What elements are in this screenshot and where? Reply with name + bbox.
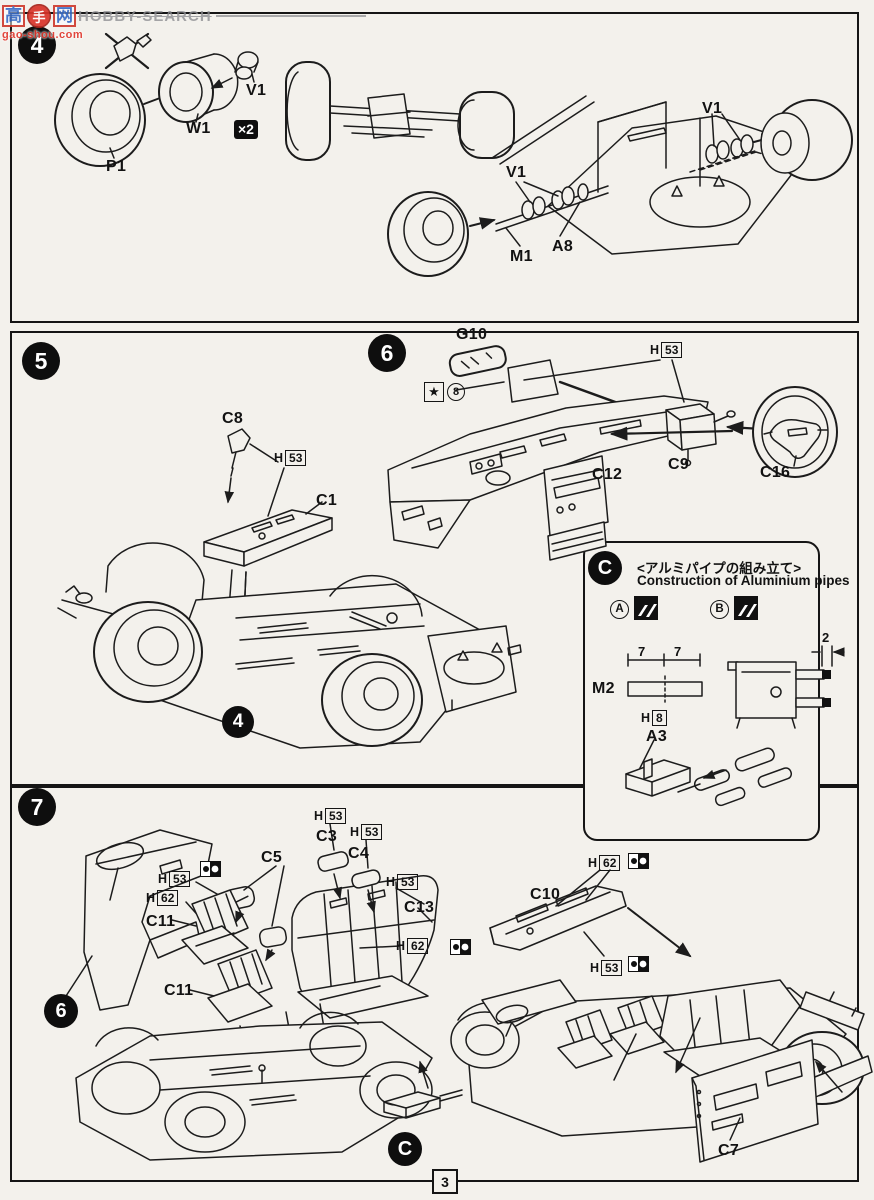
panel-step7 xyxy=(10,786,859,1182)
watermark-brand: HOBBY-SEARCH xyxy=(78,7,212,25)
star-8-note: ★ 8 xyxy=(424,382,465,402)
watermark-line xyxy=(215,14,366,18)
star-icon: ★ xyxy=(424,382,444,402)
c-section-title-jp: <アルミパイプの組み立て> xyxy=(637,561,802,576)
watermark-cn-left: 高 xyxy=(2,5,25,27)
c-section-box: <アルミパイプの組み立て> Construction of Aluminium … xyxy=(583,541,850,841)
panel-step5-6 xyxy=(10,331,859,786)
watermark-seal-icon: 手 xyxy=(27,4,51,28)
circled-8: 8 xyxy=(447,383,465,401)
quantity-x2-badge: ×2 xyxy=(234,120,258,139)
watermark-domain: gao-shou.com xyxy=(2,29,84,41)
trim-pipes-icon xyxy=(634,596,658,620)
watermark: 高 手 网 HOBBY-SEARCH gao-shou.com xyxy=(2,4,366,41)
c-section-title-en: Construction of Aluminium pipes xyxy=(637,573,850,588)
trim-pipes-icon xyxy=(734,596,758,620)
option-b-letter: B xyxy=(710,600,729,619)
page-number: 3 xyxy=(432,1169,458,1194)
option-a-letter: A xyxy=(610,600,629,619)
watermark-cn-right: 网 xyxy=(53,5,76,27)
panel-step4 xyxy=(10,12,859,323)
